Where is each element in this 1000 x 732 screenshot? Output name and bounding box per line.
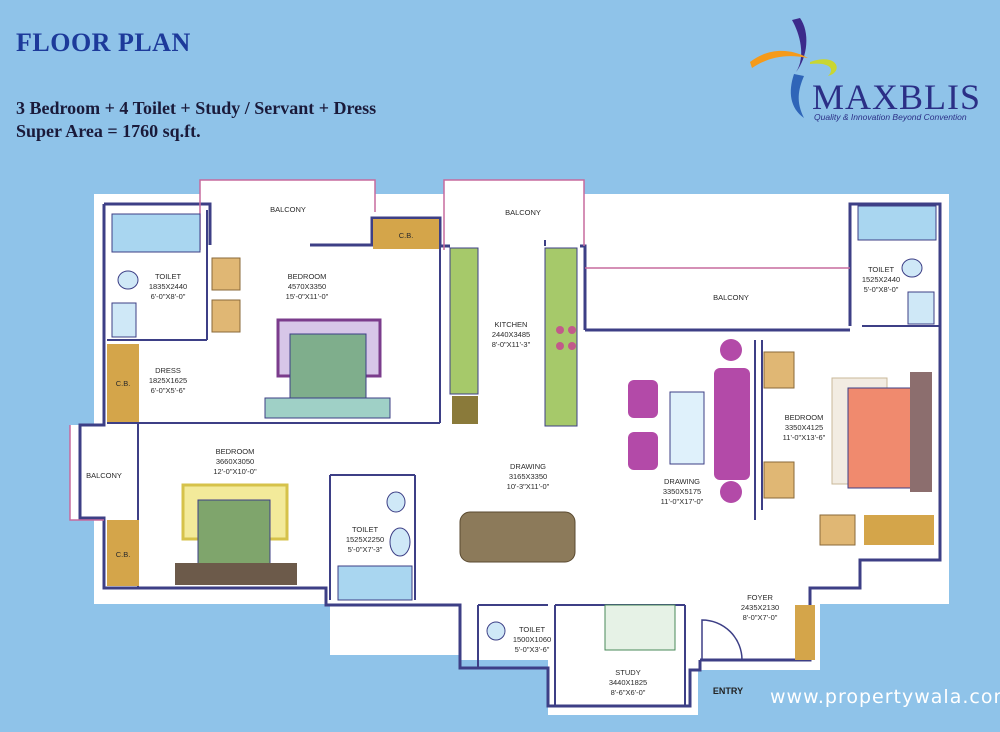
burner-3 [556, 342, 564, 350]
bedroom2-dim1: 3660X3050 [216, 457, 254, 466]
toilet1-dim1: 1835X2440 [149, 282, 187, 291]
cupboard-bedroom2 [107, 520, 139, 586]
watermark: www.propertywala.com [770, 686, 1000, 708]
kitchen-counter-right [544, 247, 578, 427]
bedroom-right-dim1: 3350X4125 [785, 423, 823, 432]
toilet3-name: TOILET [519, 625, 546, 634]
bedroom1-name: BEDROOM [288, 272, 327, 281]
chair-1 [211, 257, 241, 291]
toilet-seat-1 [117, 270, 139, 290]
burner-2 [568, 326, 576, 334]
bathtub-2 [337, 565, 413, 601]
coffee-table [669, 391, 705, 465]
bed-1-headboard [264, 397, 391, 419]
toilet2-dim1: 1525X2250 [346, 535, 384, 544]
burner-4 [568, 342, 576, 350]
kitchen-counter-left [449, 247, 479, 395]
bedroom2-name: BEDROOM [216, 447, 255, 456]
balcony-left-label: BALCONY [86, 471, 122, 480]
toilet-right-dim2: 5'-0"X8'-0" [864, 285, 899, 294]
toilet2-dim2: 5'-0"X7'-3" [348, 545, 383, 554]
entry-label: ENTRY [713, 686, 743, 696]
toilet1-dim2: 6'-0"X8'-0" [151, 292, 186, 301]
toilet-seat-3 [486, 621, 506, 641]
pouf-2 [720, 481, 742, 503]
bedroom2-dim2: 12'-0"X10'-0" [213, 467, 257, 476]
bed-2 [197, 499, 271, 569]
foyer-cabinet [795, 605, 815, 660]
drawing2-dim1: 3350X5175 [663, 487, 701, 496]
dress-name: DRESS [155, 366, 181, 375]
study-name: STUDY [615, 668, 640, 677]
burner-1 [556, 326, 564, 334]
chair-2 [211, 299, 241, 333]
study-desk [604, 604, 676, 651]
balcony-top-mid-label: BALCONY [505, 208, 541, 217]
sofa [714, 368, 750, 480]
bed-1 [289, 333, 367, 403]
armchair-2 [628, 432, 658, 470]
toilet-seat-right [901, 258, 923, 278]
bedroom-right-name: BEDROOM [785, 413, 824, 422]
pouf-1 [720, 339, 742, 361]
cupboard-bedroom2-label: C.B. [116, 550, 131, 559]
toilet3-dim1: 1500X1060 [513, 635, 551, 644]
basin-2 [389, 527, 411, 557]
foyer-dim2: 8'-0"X7'-0" [743, 613, 778, 622]
dress-dim2: 6'-0"X5'-6" [151, 386, 186, 395]
balcony-top-left-label: BALCONY [270, 205, 306, 214]
chair-3 [763, 351, 795, 389]
toilet1-name: TOILET [155, 272, 182, 281]
balcony-right-label: BALCONY [713, 293, 749, 302]
toilet-right-name: TOILET [868, 265, 895, 274]
bathtub-right [857, 205, 937, 241]
basin-right [907, 291, 935, 325]
floor-area [70, 180, 949, 715]
drawing1-dim1: 3165X3350 [509, 472, 547, 481]
maxblis-logo-mark [750, 18, 837, 118]
bed-right-headboard [910, 372, 932, 492]
drawing2-name: DRAWING [664, 477, 700, 486]
kitchen-dim1: 2440X3485 [492, 330, 530, 339]
kitchen-cabinet [452, 396, 478, 424]
cupboard-dress-label: C.B. [116, 379, 131, 388]
drawing1-name: DRAWING [510, 462, 546, 471]
chair-5 [819, 514, 856, 546]
bathtub-1 [111, 213, 201, 253]
armchair-1 [628, 380, 658, 418]
drawing2-dim2: 11'-0"X17'-0" [661, 497, 704, 506]
kitchen-name: KITCHEN [495, 320, 528, 329]
cupboard-top [373, 219, 439, 249]
chair-4 [763, 461, 795, 499]
config-subtitle: 3 Bedroom + 4 Toilet + Study / Servant +… [16, 98, 377, 118]
toilet-seat-2 [386, 491, 406, 513]
study-dim2: 8'-6"X6'-0" [611, 688, 646, 697]
bedroom1-dim1: 4570X3350 [288, 282, 326, 291]
foyer-name: FOYER [747, 593, 773, 602]
toilet2-name: TOILET [352, 525, 379, 534]
foyer-dim1: 2435X2130 [741, 603, 779, 612]
logo-tagline: Quality & Innovation Beyond Convention [814, 112, 967, 122]
entry-door [701, 619, 743, 661]
logo-name: MAXBLIS [812, 77, 982, 117]
internal-walls [107, 210, 940, 706]
bed-2-headboard [175, 563, 297, 585]
dress-dim1: 1825X1625 [149, 376, 187, 385]
toilet3-dim2: 5'-0"X3'-6" [515, 645, 550, 654]
basin-1 [111, 302, 137, 338]
study-dim1: 3440X1825 [609, 678, 647, 687]
cupboard-dress [107, 344, 139, 422]
toilet-right-dim1: 1525X2440 [862, 275, 900, 284]
dresser-right [864, 515, 934, 545]
bedroom-right-dim2: 11'-0"X13'-6" [783, 433, 826, 442]
cupboard-top-label: C.B. [399, 231, 414, 240]
bedroom1-dim2: 15'-0"X11'-0" [286, 292, 329, 301]
dining-table [459, 511, 576, 563]
kitchen-dim2: 8'-0"X11'-3" [492, 340, 531, 349]
drawing1-dim2: 10'-3"X11'-0" [507, 482, 550, 491]
page-title: FLOOR PLAN [16, 28, 191, 57]
area-subtitle: Super Area = 1760 sq.ft. [16, 121, 201, 141]
